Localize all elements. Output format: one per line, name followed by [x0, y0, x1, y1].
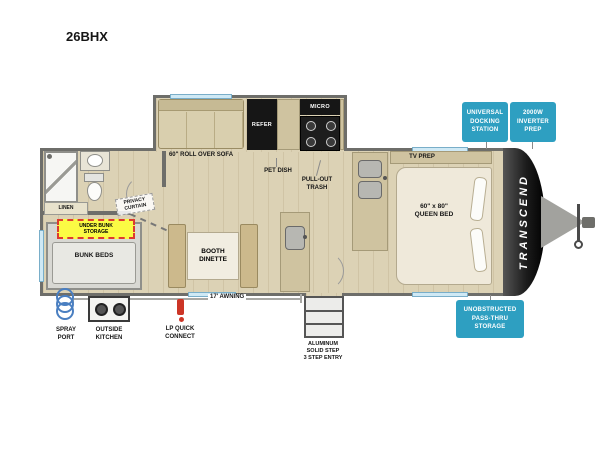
tv-prep-dresser	[390, 151, 492, 164]
kitchen-counter	[340, 99, 344, 150]
dinette-bench	[168, 224, 186, 288]
lp-quick-connect-label: LP QUICK CONNECT	[165, 326, 195, 340]
tv-prep-label: TV PREP	[409, 154, 435, 160]
model-title: 26BHX	[66, 29, 108, 44]
range-icon	[300, 116, 340, 151]
faucet-icon	[303, 235, 307, 239]
bathroom-wall	[162, 151, 166, 187]
linen-label: LINEN	[58, 205, 74, 211]
window	[170, 94, 232, 99]
dinette-table: BOOTH DINETTE	[187, 232, 239, 280]
slideout-opening	[156, 148, 344, 152]
lp-quick-connect-icon	[177, 299, 184, 315]
callout-inverter-prep: 2000W INVERTER PREP	[510, 102, 556, 142]
microwave: MICRO	[300, 99, 340, 115]
window	[412, 292, 468, 297]
awning-line	[72, 298, 302, 300]
callout-universal-docking: UNIVERSAL DOCKING STATION	[462, 102, 508, 142]
spray-port-label: SPRAY PORT	[55, 327, 77, 341]
brand-logo: TRANSCEND	[518, 173, 530, 271]
callout-passthru-storage: UNOBSTRUCTED PASS-THRU STORAGE	[456, 300, 524, 338]
window	[39, 230, 44, 282]
step-tread-line	[306, 323, 342, 325]
burner-icon	[326, 137, 336, 147]
entry-door-opening	[306, 293, 342, 297]
burner-icon	[306, 137, 316, 147]
hitch-coupler-icon	[582, 217, 595, 228]
kitchen-peninsula	[280, 212, 310, 292]
pull-out-trash-label: PULL-OUT TRASH	[301, 177, 333, 191]
queen-bed-label: 60" x 80" QUEEN BED	[414, 203, 454, 219]
burner-icon	[95, 303, 108, 316]
toilet-tank-icon	[84, 173, 104, 182]
burner-icon	[326, 121, 336, 131]
awning-label: 17' AWNING	[208, 294, 247, 302]
callout-leader-line	[486, 142, 487, 149]
toilet-icon	[87, 182, 102, 201]
tongue-jack-icon	[577, 204, 580, 242]
awning-end-tick	[300, 294, 302, 303]
door-swing-arc	[306, 252, 344, 290]
sink-icon	[285, 226, 305, 250]
spray-port-icon	[56, 288, 78, 322]
shower-icon	[44, 151, 78, 203]
faucet-icon	[383, 176, 387, 180]
step-tread-line	[306, 310, 342, 312]
outside-kitchen-icon	[88, 296, 130, 322]
burner-icon	[306, 121, 316, 131]
sofa-icon	[158, 99, 244, 149]
leader-line	[276, 158, 277, 167]
front-cap: TRANSCEND	[503, 148, 545, 296]
entry-steps-icon	[304, 296, 344, 338]
bunk-mattress	[52, 242, 136, 284]
lp-quick-connect-valve	[179, 317, 184, 322]
callout-leader-line	[532, 142, 533, 149]
jack-wheel-icon	[574, 240, 583, 249]
sofa-label: 60" ROLL OVER SOFA	[168, 152, 234, 158]
dinette-bench	[240, 224, 258, 288]
sofa-back	[159, 100, 243, 111]
bunk-beds-label: BUNK BEDS	[74, 252, 114, 259]
pet-dish-label: PET DISH	[264, 168, 292, 174]
kitchen-counter	[277, 99, 300, 150]
outside-kitchen-label: OUTSIDE KITCHEN	[95, 327, 123, 341]
sink-icon	[358, 160, 382, 178]
hose-coil-ring	[56, 302, 74, 320]
sofa-seat	[159, 112, 243, 148]
burner-icon	[113, 303, 126, 316]
refrigerator: REFER	[247, 99, 277, 150]
linen-closet	[44, 202, 88, 215]
under-bunk-storage-tag: UNDER BUNK STORAGE	[57, 219, 135, 239]
bathroom-sink-icon	[87, 154, 103, 167]
step-entry-label: ALUMINUM SOLID STEP 3 STEP ENTRY	[303, 341, 343, 361]
callout-leader-line	[490, 295, 491, 300]
door-swing-arc	[126, 176, 162, 212]
shower-head-icon	[47, 154, 52, 159]
booth-dinette-label: BOOTH DINETTE	[199, 247, 227, 263]
sink-icon	[358, 181, 382, 199]
